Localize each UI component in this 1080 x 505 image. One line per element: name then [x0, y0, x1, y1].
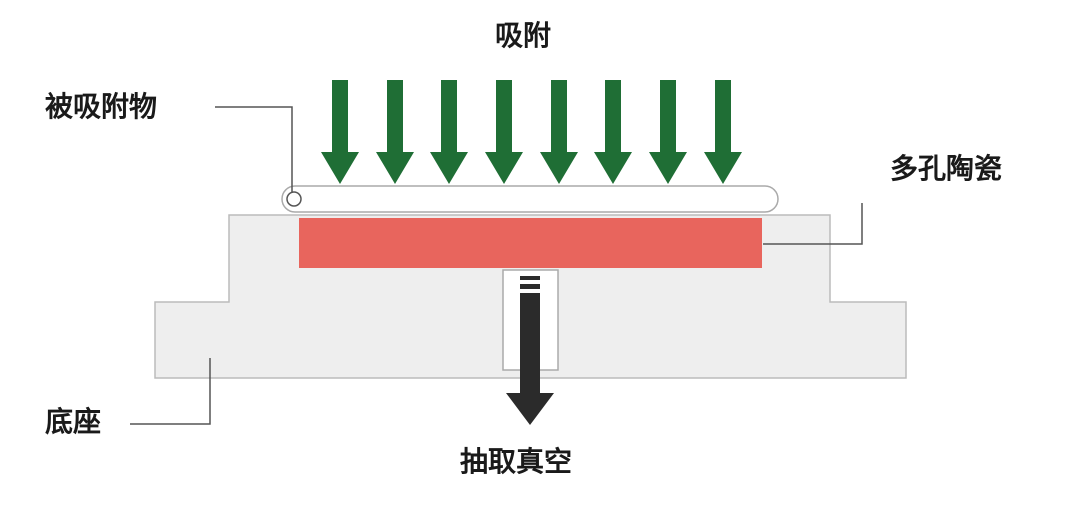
adsorption-arrow [321, 80, 359, 184]
adsorption-arrow [540, 80, 578, 184]
leader-lines [130, 106, 863, 425]
adsorption-arrow [704, 80, 742, 184]
leader-base [130, 358, 211, 425]
vacuum-arrow [506, 276, 554, 425]
leader-ceramic [763, 203, 863, 245]
adsorption-arrow [376, 80, 414, 184]
adsorption-arrow [649, 80, 687, 184]
adsorption-arrow [594, 80, 632, 184]
label-vacuum-extraction: 抽取真空 [460, 445, 573, 478]
porous-ceramic-plate [299, 218, 762, 268]
adsorption-arrow [430, 80, 468, 184]
label-base: 底座 [45, 405, 102, 438]
label-porous-ceramic: 多孔陶瓷 [890, 152, 1003, 185]
leader-object [215, 106, 293, 193]
adsorption-arrows [321, 80, 742, 184]
adsorbed-object [281, 185, 779, 213]
adsorption-arrow [485, 80, 523, 184]
adsorbed-object-marker [286, 191, 302, 207]
label-adsorbed-object: 被吸附物 [45, 90, 158, 123]
label-adsorption: 吸附 [495, 19, 552, 52]
